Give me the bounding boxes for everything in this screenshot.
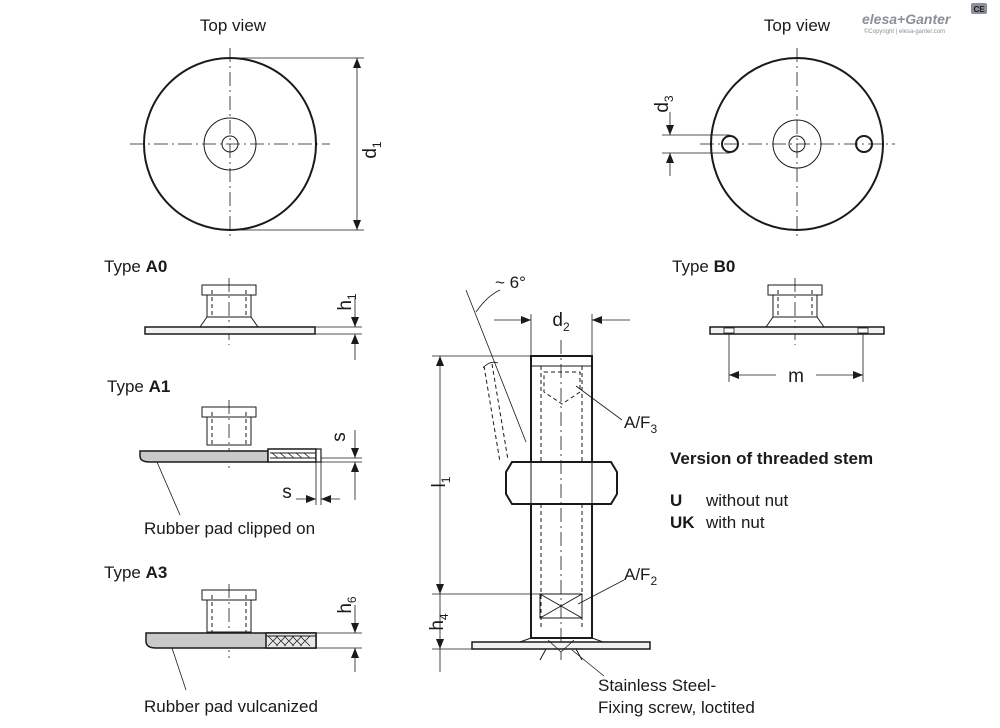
stem-versions-title: Version of threaded stem: [670, 449, 873, 468]
dim-d2: d2: [552, 310, 570, 334]
type-a0-section: Type A0 h1: [104, 257, 362, 360]
top-view-right: Top view d3: [652, 16, 895, 240]
type-b0-label: Type B0: [672, 257, 735, 276]
stem-versions: Version of threaded stem U without nut U…: [670, 449, 873, 532]
dim-h6: h6: [335, 596, 359, 614]
svg-text:d3: d3: [652, 95, 676, 113]
dim-h1: h1: [335, 293, 359, 311]
dim-d1: d1: [360, 141, 384, 159]
dim-s-vertical: s: [329, 432, 350, 442]
svg-text:h6: h6: [335, 596, 359, 614]
dim-af2: A/F2: [624, 565, 657, 588]
svg-text:d1: d1: [360, 141, 384, 159]
dim-m: m: [788, 366, 804, 387]
svg-text:h1: h1: [335, 293, 359, 311]
stem-version-text-uk: with nut: [705, 513, 765, 532]
dim-af3: A/F3: [624, 413, 657, 436]
rubber-clipped-label: Rubber pad clipped on: [144, 519, 315, 538]
dim-angle: ~ 6°: [495, 273, 526, 292]
type-a3-section: Type A3 h6 Rubber pad vulcanized: [104, 563, 362, 716]
stem-version-code-u: U: [670, 491, 682, 510]
rubber-vulcanized-label: Rubber pad vulcanized: [144, 697, 318, 716]
stem-version-text-u: without nut: [705, 491, 788, 510]
type-a1-section: Type A1 s s Rubber pad clipped on: [107, 377, 362, 538]
svg-text:A/F2: A/F2: [624, 565, 657, 588]
svg-text:d2: d2: [552, 310, 570, 334]
threaded-stem-view: ~ 6° d2: [427, 273, 755, 717]
top-view-left: Top view d1: [130, 16, 384, 240]
dim-l1: l1: [429, 476, 453, 487]
logo-copyright: ©Copyright | elesa-ganter.com: [864, 28, 945, 35]
stem-version-code-uk: UK: [670, 513, 695, 532]
stainless-label-line2: Fixing screw, loctited: [598, 698, 755, 717]
dim-s-horizontal: s: [282, 482, 292, 503]
logo-brand: elesa+Ganter: [862, 11, 952, 27]
type-a1-label: Type A1: [107, 377, 170, 396]
svg-text:h4: h4: [427, 613, 451, 631]
type-b0-section: Type B0 m: [672, 257, 885, 387]
logo-mark: CE: [973, 5, 985, 14]
stainless-label-line1: Stainless Steel-: [598, 676, 716, 695]
svg-text:l1: l1: [429, 476, 453, 487]
dim-h4: h4: [427, 613, 451, 631]
svg-text:A/F3: A/F3: [624, 413, 657, 436]
top-view-right-label: Top view: [764, 16, 831, 35]
type-a3-label: Type A3: [104, 563, 167, 582]
brand-logo: elesa+Ganter ©Copyright | elesa-ganter.c…: [862, 3, 987, 35]
top-view-left-label: Top view: [200, 16, 267, 35]
dim-d3: d3: [652, 95, 676, 113]
type-a0-label: Type A0: [104, 257, 167, 276]
